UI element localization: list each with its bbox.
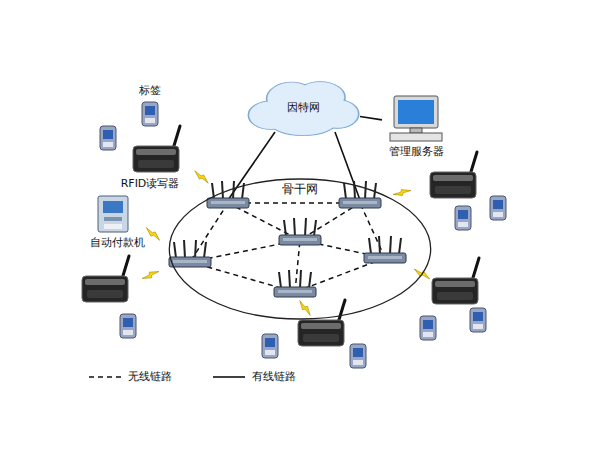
device-label: 自动付款机 [78, 234, 156, 252]
node-text: 管理服务器 [389, 145, 444, 158]
legend-text: 无线链路 [128, 370, 172, 383]
wired-link [360, 117, 382, 120]
device-label: RFID读写器 [110, 175, 190, 193]
backbone-region: 骨干网 [168, 178, 432, 320]
legend-item: 无线链路 [88, 370, 172, 383]
wireless-bolt [300, 301, 310, 316]
device-label: 管理服务器 [382, 92, 450, 158]
legend: 无线链路 有线链路 [88, 370, 336, 383]
ellipse-outline [168, 178, 432, 320]
legend-text: 有线链路 [252, 370, 296, 383]
legend-line-sample [212, 372, 246, 382]
wireless-bolt [146, 228, 159, 241]
node-text: RFID读写器 [121, 177, 180, 190]
internet-cloud: 因特网 [246, 78, 360, 138]
legend-item: 有线链路 [212, 370, 296, 383]
wireless-bolt [142, 272, 159, 279]
wireless-bolt [195, 171, 208, 183]
legend-line-sample [88, 372, 122, 382]
node-text: 因特网 [287, 101, 320, 114]
node-text: 自动付款机 [90, 236, 145, 249]
device-label: 标签 [132, 82, 168, 100]
node-text: 标签 [139, 84, 161, 97]
wireless-bolt [393, 190, 411, 196]
node-text: 骨干网 [282, 182, 318, 196]
